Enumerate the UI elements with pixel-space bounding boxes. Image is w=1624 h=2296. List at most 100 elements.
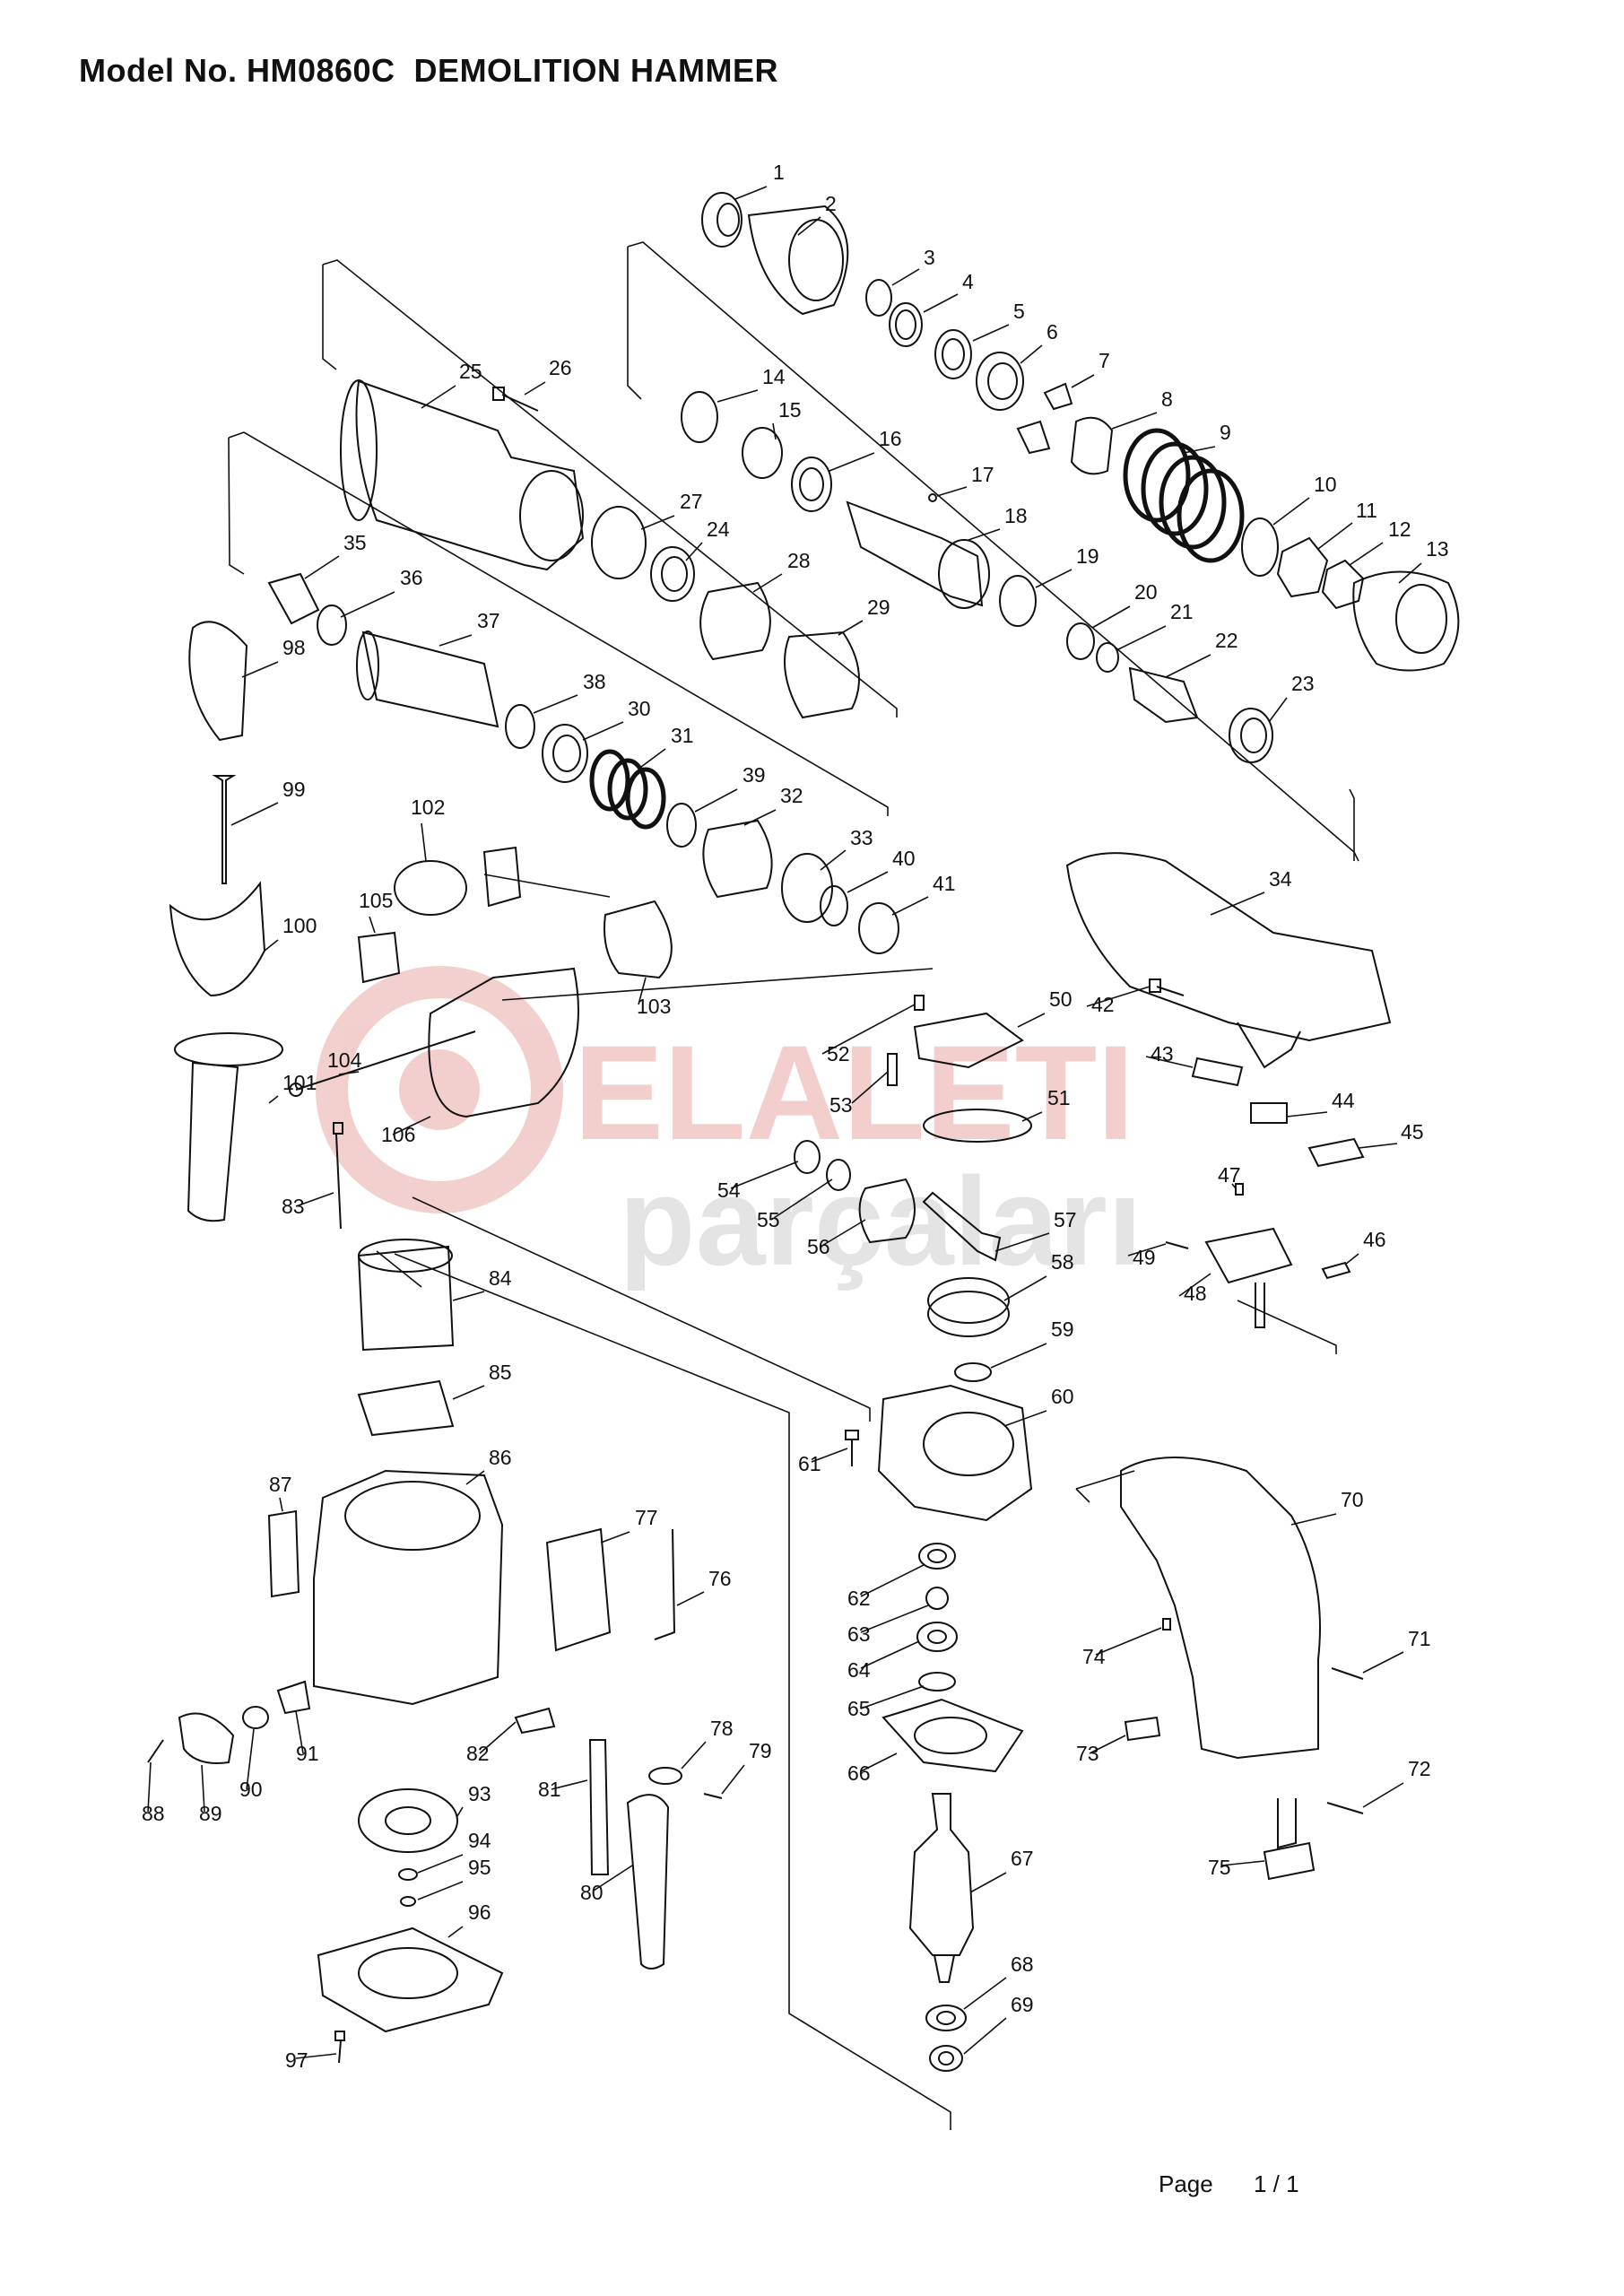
part-number-46: 46 xyxy=(1363,1228,1386,1251)
leader-line-part-97 xyxy=(295,2053,337,2059)
leader-line-part-6 xyxy=(1020,344,1043,364)
part-44-shape xyxy=(1250,1102,1288,1124)
part-81-shape xyxy=(588,1739,610,1875)
part-number-75: 75 xyxy=(1208,1856,1231,1879)
part-number-34: 34 xyxy=(1269,867,1292,891)
part-number-98: 98 xyxy=(282,636,306,659)
part-number-100: 100 xyxy=(282,914,317,937)
part-number-28: 28 xyxy=(787,549,811,572)
leader-line-part-10 xyxy=(1272,497,1310,526)
leader-line-part-59 xyxy=(990,1343,1047,1369)
part-85-shape xyxy=(357,1379,455,1437)
leader-line-part-75 xyxy=(1220,1860,1265,1866)
leader-line-part-42 xyxy=(1086,986,1151,1007)
leader-line-part-36 xyxy=(340,591,395,618)
leader-line-part-1 xyxy=(734,186,768,200)
part-24-shape xyxy=(650,546,695,602)
part-76-shape xyxy=(654,1528,676,1640)
part-16-shape xyxy=(791,457,832,512)
part-number-67: 67 xyxy=(1011,1847,1034,1870)
leader-line-part-68 xyxy=(963,1977,1007,2010)
leader-line-part-7 xyxy=(1071,374,1095,388)
part-number-77: 77 xyxy=(635,1506,658,1529)
leader-line-part-43 xyxy=(1145,1056,1194,1068)
part-number-49: 49 xyxy=(1133,1246,1156,1269)
part-25-shape xyxy=(340,379,585,571)
leader-line-part-103 xyxy=(638,977,647,1005)
part-95-shape xyxy=(400,1896,416,1907)
part-28-shape xyxy=(699,581,771,661)
part-79-shape xyxy=(703,1793,723,1799)
part-number-52: 52 xyxy=(827,1042,850,1065)
part-number-20: 20 xyxy=(1134,580,1158,604)
leader-line-part-49 xyxy=(1127,1243,1167,1257)
part-number-69: 69 xyxy=(1011,1993,1034,2016)
part-31-shape xyxy=(589,749,666,830)
part-66-shape xyxy=(881,1698,1024,1773)
part-94-shape xyxy=(398,1868,418,1881)
leader-line-part-35 xyxy=(304,555,340,579)
leader-line-part-27 xyxy=(640,515,675,530)
part-83-shape xyxy=(333,1122,343,1230)
part-46-shape xyxy=(1321,1261,1351,1280)
leader-line-part-61 xyxy=(811,1448,848,1463)
leader-line-part-37 xyxy=(439,634,473,647)
leader-line-part-53 xyxy=(851,1071,889,1104)
part-number-65: 65 xyxy=(847,1697,871,1720)
leader-line-part-50 xyxy=(1017,1013,1046,1028)
part-30-shape xyxy=(542,724,588,783)
part-61-shape xyxy=(845,1430,859,1466)
leader-line-part-30 xyxy=(582,721,624,741)
leader-line-part-48 xyxy=(1178,1273,1211,1297)
part-6-shape xyxy=(976,352,1024,411)
part-91-shape xyxy=(276,1680,311,1715)
part-number-86: 86 xyxy=(489,1446,512,1469)
part-number-59: 59 xyxy=(1051,1318,1074,1341)
part-97-shape xyxy=(334,2031,345,2064)
part-77-shape xyxy=(545,1527,612,1652)
part-7-shape xyxy=(1016,382,1073,455)
part-33-shape xyxy=(781,853,833,923)
leader-line-part-64 xyxy=(860,1640,920,1669)
part-103-shape xyxy=(604,900,673,979)
part-27-shape xyxy=(591,506,647,579)
part-number-18: 18 xyxy=(1004,504,1028,527)
part-number-25: 25 xyxy=(459,360,482,383)
leader-line-part-94 xyxy=(417,1854,464,1874)
assembly-bracket-lines xyxy=(228,241,1359,2130)
part-number-31: 31 xyxy=(671,724,694,747)
part-99-shape xyxy=(212,775,237,884)
part-62-shape xyxy=(918,1543,956,1570)
part-number-91: 91 xyxy=(296,1742,319,1765)
part-number-11: 11 xyxy=(1356,499,1377,522)
part-69-shape xyxy=(929,2045,963,2072)
leader-line-part-31 xyxy=(640,748,666,768)
leader-line-part-54 xyxy=(730,1161,799,1189)
part-number-54: 54 xyxy=(717,1178,741,1202)
part-70-shape xyxy=(1120,1457,1321,1760)
leader-line-part-84 xyxy=(452,1291,485,1301)
part-82-shape xyxy=(514,1707,556,1735)
part-54-shape xyxy=(794,1140,821,1174)
leader-line-part-69 xyxy=(963,2017,1007,2055)
part-number-66: 66 xyxy=(847,1761,871,1785)
part-number-10: 10 xyxy=(1314,473,1337,496)
part-number-60: 60 xyxy=(1051,1385,1074,1408)
part-number-4: 4 xyxy=(962,270,974,293)
part-34-shape xyxy=(1065,852,1392,1069)
part-number-90: 90 xyxy=(239,1778,263,1801)
leader-line-part-73 xyxy=(1089,1735,1126,1754)
leader-line-part-5 xyxy=(972,324,1010,342)
part-number-95: 95 xyxy=(468,1856,491,1879)
leader-line-part-55 xyxy=(770,1178,833,1221)
part-number-62: 62 xyxy=(847,1587,871,1610)
leader-line-part-11 xyxy=(1317,522,1353,550)
part-number-74: 74 xyxy=(1082,1645,1106,1668)
part-96-shape xyxy=(317,1926,504,2033)
part-29-shape xyxy=(784,631,860,719)
part-84-shape xyxy=(357,1239,455,1352)
leader-line-part-83 xyxy=(295,1192,334,1207)
part-9-shape xyxy=(1123,428,1245,563)
part-number-84: 84 xyxy=(489,1266,512,1290)
part-22-shape xyxy=(1128,666,1199,724)
